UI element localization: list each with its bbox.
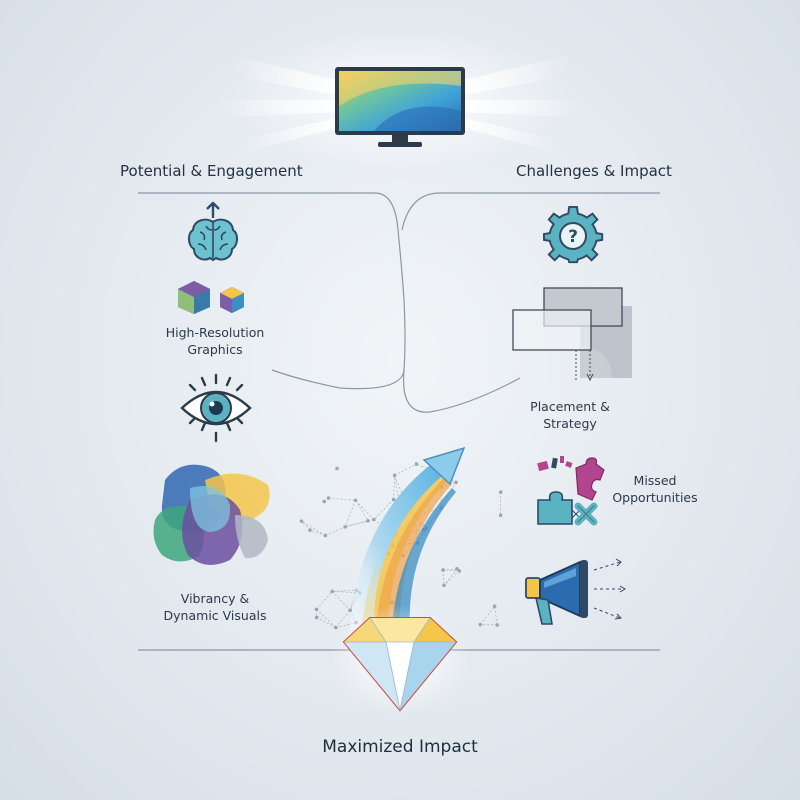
brain-icon [188, 201, 238, 262]
network-link [332, 591, 351, 611]
network-node [308, 528, 312, 532]
megaphone-icon [525, 558, 626, 625]
network-link [301, 520, 311, 531]
network-link [442, 569, 460, 572]
network-link [316, 617, 336, 628]
network-link [443, 570, 460, 586]
network-link [442, 569, 445, 586]
gear-question-icon: ? [543, 205, 604, 264]
placement-label-line2: Strategy [543, 416, 597, 431]
network-link [355, 500, 375, 520]
network-node [414, 462, 419, 466]
svg-text:?: ? [568, 227, 578, 247]
network-link [355, 500, 369, 521]
network-node [343, 525, 347, 529]
placement-label-line1: Placement & [530, 399, 610, 414]
network-node [372, 517, 376, 522]
network-node [314, 607, 319, 612]
network-link [309, 529, 326, 536]
network-link [344, 500, 356, 528]
network-node [478, 622, 483, 627]
graphics-label-line1: High-Resolution [165, 325, 265, 340]
graphics-label-line2: Graphics [187, 342, 243, 357]
left-header: Potential & Engagement [120, 162, 303, 180]
missed-label-line2: Opportunities [612, 490, 698, 505]
network-link [373, 499, 394, 520]
graphics-label: High-Resolution Graphics [140, 324, 290, 358]
network-node [335, 466, 339, 471]
diamond-icon [330, 605, 470, 715]
overlapping-rectangles-icon [512, 287, 632, 382]
network-link [480, 606, 495, 625]
network-node [454, 480, 458, 485]
arrow-icon [350, 446, 466, 630]
network-node [322, 499, 327, 504]
monitor-icon [335, 67, 465, 147]
placement-label: Placement & Strategy [505, 398, 635, 432]
network-node [333, 625, 338, 630]
color-blobs-icon [153, 464, 270, 565]
network-link [494, 606, 498, 625]
cube-icon [178, 281, 244, 314]
network-node [498, 513, 503, 518]
network-node [498, 490, 503, 494]
network-link [441, 482, 457, 488]
network-link [394, 475, 400, 501]
puzzle-icon [537, 456, 605, 526]
network-node [492, 604, 497, 609]
missed-label: Missed Opportunities [610, 472, 700, 506]
network-link [328, 497, 356, 501]
network-node [392, 473, 397, 478]
maximized-impact-title: Maximized Impact [322, 737, 478, 757]
network-node [457, 569, 462, 573]
network-node [330, 589, 335, 594]
network-link [332, 590, 357, 592]
network-link [437, 472, 457, 483]
visuals-label: Vibrancy & Dynamic Visuals [140, 590, 290, 624]
network-link [301, 520, 326, 536]
network-link [443, 568, 458, 586]
network-node [323, 533, 328, 538]
network-link [316, 609, 336, 628]
network-node [314, 615, 319, 620]
network-node [348, 608, 352, 613]
network-node [391, 497, 396, 502]
visuals-label-line1: Vibrancy & [180, 591, 250, 606]
network-node [442, 583, 446, 588]
network-link [394, 463, 417, 476]
network-node [326, 496, 331, 500]
network-node [299, 519, 304, 523]
missed-label-line1: Missed [633, 473, 677, 488]
network-node [455, 567, 459, 571]
network-node [366, 518, 370, 523]
network-node [353, 498, 358, 503]
network-link [393, 475, 395, 500]
eye-icon [180, 373, 252, 443]
visuals-label-line2: Dynamic Visuals [163, 608, 267, 623]
right-header: Challenges & Impact [516, 162, 672, 180]
network-node [441, 568, 445, 572]
network-node [495, 623, 500, 627]
